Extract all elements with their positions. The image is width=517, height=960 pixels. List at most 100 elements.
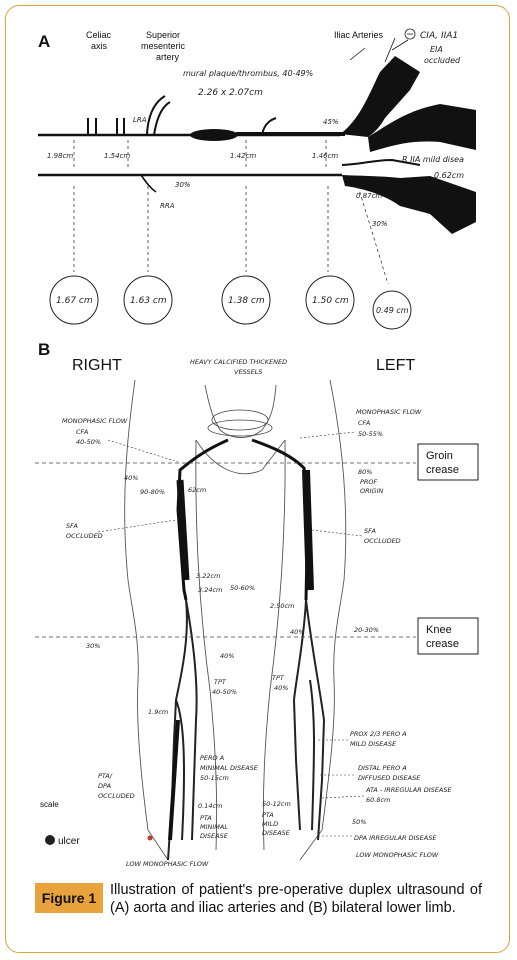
low-flow-left: LOW MONOPHASIC FLOW	[356, 851, 439, 859]
right-tibial-vessels	[167, 599, 198, 861]
internal-iliac	[341, 158, 421, 166]
iliac-label: Iliac Arteries	[334, 30, 384, 40]
l-250: 2.50cm	[270, 602, 294, 610]
l-tpt: TPT	[272, 674, 285, 682]
circle-label-2: 1.63 cm	[130, 296, 167, 306]
dim-062: 0.62cm	[434, 171, 464, 180]
figure-label: Figure 1	[35, 883, 103, 913]
sma-label-3: artery	[156, 52, 180, 62]
l-50: 50%	[352, 818, 366, 826]
iliac-pointer-lines	[349, 37, 409, 63]
lra-label: LRA	[133, 116, 147, 124]
celiac-label-2: axis	[91, 41, 108, 51]
l-prox-1: PROX 2/3 PERO A	[350, 730, 407, 738]
diam-label-3: 1.42cm	[230, 152, 256, 160]
right-common-iliac	[340, 56, 420, 137]
r-40: 40%	[124, 474, 138, 482]
low-flow-right: LOW MONOPHASIC FLOW	[126, 860, 209, 868]
l-distal-1: DISTAL PERO A	[358, 764, 407, 772]
l-sfa-2: OCCLUDED	[364, 537, 401, 545]
groin-crease-box	[417, 443, 479, 481]
rra-branch	[140, 174, 157, 193]
ulcer-icon	[45, 835, 55, 845]
celiac-label-1: Celiac	[86, 30, 112, 40]
r-5015: 50-15cm	[200, 774, 229, 782]
groin-outline	[195, 439, 286, 475]
aortic-bifurcation-coil	[211, 409, 269, 431]
rra-label: RRA	[160, 202, 175, 210]
right-pta-occluded	[168, 719, 180, 841]
aorta-outline	[38, 133, 342, 177]
heavy-calcified-2: VESSELS	[234, 368, 262, 376]
circle-label-5: 0.49 cm	[376, 306, 409, 315]
r-pta-3: OCCLUDED	[98, 792, 135, 800]
plaque-dimension: 2.26 x 2.07cm	[198, 88, 263, 98]
diam-label-2: 1.54cm	[104, 152, 130, 160]
l-sfa-1: SFA	[364, 527, 376, 535]
heavy-calcified-1: HEAVY CALCIFIED THICKENED	[190, 358, 287, 366]
ulcer-label: ulcer	[58, 836, 80, 847]
r-iia-note: R IIA mild disea	[402, 155, 464, 164]
left-tibial-vessels	[292, 599, 326, 841]
left-cfa	[251, 438, 310, 601]
pct-30-b: 30%	[372, 220, 388, 228]
r-4050: 40-50%	[212, 688, 237, 696]
iliac-note: CIA, IIA1	[420, 31, 458, 41]
left-sfa-occluded	[302, 469, 314, 591]
r-mono: MONOPHASIC FLOW	[62, 417, 128, 425]
cross-section-5	[372, 290, 412, 330]
left-label: LEFT	[376, 357, 415, 374]
iliac-upper-limb	[368, 104, 476, 152]
l-dpa: DPA IRREGULAR DISEASE	[354, 834, 437, 842]
minus-circle-icon	[404, 28, 416, 40]
r-pta-2: DPA	[98, 782, 111, 790]
r-pta-1: PTA/	[98, 772, 113, 780]
figure-caption: Illustration of patient's pre-operative …	[110, 882, 482, 916]
l-pta-1: PTA	[262, 811, 274, 819]
cross-section-2	[123, 275, 173, 325]
knee-crease-label-1: Knee	[426, 624, 452, 636]
r-30: 30%	[86, 642, 100, 650]
r-5060: 50-60%	[230, 584, 255, 592]
eia-note-1: EIA	[430, 45, 443, 54]
diameter-markers	[73, 140, 389, 285]
l-cfa: CFA	[358, 419, 370, 427]
r-324: 3.24cm	[198, 586, 222, 594]
eia-note-2: occluded	[424, 56, 461, 65]
cross-section-4	[305, 275, 355, 325]
r-tpt: TPT	[214, 678, 227, 686]
l-prof-1: PROF	[360, 478, 378, 486]
r-014: 0.14cm	[198, 802, 222, 810]
circle-label-4: 1.50 cm	[312, 296, 349, 306]
diam-label-1: 1.98cm	[47, 152, 73, 160]
r-pta2-2: MINIMAL	[200, 823, 228, 831]
l-mono: MONOPHASIC FLOW	[356, 408, 422, 416]
circle-label-1: 1.67 cm	[56, 296, 93, 306]
cross-section-1	[49, 275, 99, 325]
ulcer-marker-icon	[147, 835, 153, 841]
plaque-label: mural plaque/thrombus, 40-49%	[183, 69, 313, 78]
l-pta-3: DISEASE	[262, 829, 291, 837]
sma-label-1: Superior	[146, 30, 180, 40]
cross-section-3	[221, 275, 271, 325]
l-prox-2: MILD DISEASE	[350, 740, 397, 748]
pct-30-a: 30%	[175, 181, 191, 189]
l-pta-2: MILD	[262, 820, 278, 828]
celiac-branches	[87, 118, 125, 135]
r-pero-2: MINIMAL DISEASE	[200, 764, 259, 772]
r-62: 62cm	[188, 486, 206, 494]
r-pero-1: PERO A	[200, 754, 224, 762]
panel-b: B RIGHT LEFT HEAVY CALCIFIED THICKENED V…	[35, 340, 479, 868]
pct-45: 45%	[323, 118, 339, 126]
knee-crease-box	[417, 617, 479, 655]
sma-branch	[146, 95, 171, 136]
r-40b: 40%	[220, 652, 234, 660]
right-sfa-occluded	[176, 479, 190, 581]
r-90: 90-80%	[140, 488, 165, 496]
l-5012: 50-12cm	[262, 800, 291, 808]
l-40b: 40%	[274, 684, 288, 692]
r-pta2-3: DISEASE	[200, 832, 229, 840]
r-cfa: CFA	[76, 428, 88, 436]
groin-crease-label-2: crease	[426, 464, 459, 476]
